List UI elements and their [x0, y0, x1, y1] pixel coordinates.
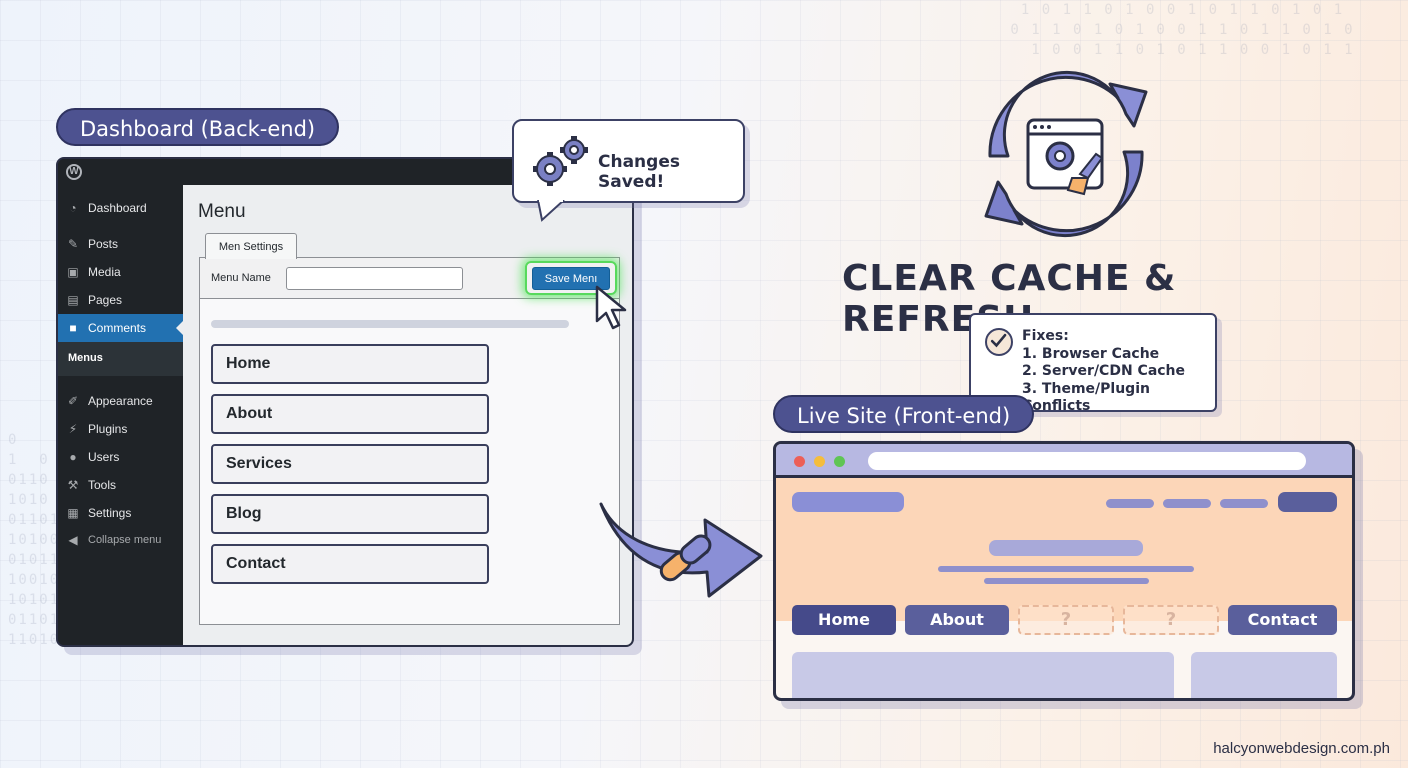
sidebar-item-settings[interactable]: ▦ Settings — [58, 500, 183, 526]
nav-placeholder — [1106, 499, 1154, 508]
sidebar-item-label: Collapse menu — [88, 534, 162, 546]
close-dot-icon[interactable] — [794, 456, 805, 467]
fix-item: 3. Theme/Plugin Conflicts — [1022, 380, 1150, 415]
sidebar-item-label: Users — [88, 450, 120, 464]
site-nav-missing: ? — [1018, 605, 1114, 635]
fixes-list: Fixes: 1. Browser Cache 2. Server/CDN Ca… — [1022, 328, 1215, 416]
dashboard-icon: ◔ — [69, 201, 77, 215]
menu-edit-panel: Menu Name Save Menı Home About Services … — [199, 257, 620, 625]
brush-icon: ✐ — [67, 394, 79, 408]
save-button-highlight — [525, 261, 617, 295]
menu-item-blog[interactable]: Blog — [211, 494, 489, 534]
nav-placeholder — [1163, 499, 1211, 508]
gears-icon — [533, 136, 588, 186]
comment-icon: ■ — [69, 321, 77, 335]
sidebar-submenu: Menus — [58, 342, 183, 376]
menu-structure-bar — [211, 320, 569, 328]
sidebar-item-label: Settings — [88, 506, 132, 520]
site-credit: halcyonwebdesign.com.ph — [1213, 740, 1390, 757]
broken-link-arrow-icon — [599, 502, 763, 598]
cta-placeholder — [1278, 492, 1337, 512]
sidebar-item-comments[interactable]: ■ Comments — [58, 314, 183, 342]
sidebar-item-label: Pages — [88, 293, 123, 307]
binary-pattern-right: 1 0 1 1 0 1 0 0 1 0 1 1 0 1 0 1 0 1 1 0 … — [1010, 2, 1355, 58]
wp-sidebar: ◔ Dashboard ✎ Posts ▣ Media ▤ Pages ■ Co… — [58, 185, 183, 645]
wordpress-logo-icon[interactable]: W — [66, 164, 82, 180]
menu-name-bar: Menu Name Save Menı — [200, 258, 619, 299]
menu-item-contact[interactable]: Contact — [211, 544, 489, 584]
sidebar-item-users[interactable]: ● Users — [58, 444, 183, 470]
content-block — [792, 652, 1174, 698]
fixes-title: Fixes: — [1022, 328, 1069, 344]
frontend-label: Live Site (Front-end) — [773, 395, 1035, 433]
sidebar-item-label: Dashboard — [88, 201, 147, 215]
sidebar-item-label: Appearance — [88, 394, 153, 408]
tab-menu-settings[interactable]: Men Settings — [205, 233, 297, 259]
fix-item: 1. Browser Cache — [1022, 345, 1160, 362]
fix-item: 2. Server/CDN Cache — [1022, 363, 1186, 379]
menu-item-about[interactable]: About — [211, 394, 489, 434]
plug-icon: ⚡ — [68, 422, 78, 436]
site-nav-home[interactable]: Home — [792, 605, 896, 635]
sidebar-item-label: Tools — [88, 478, 117, 492]
refresh-cache-icon — [984, 70, 1148, 238]
browser-toolbar — [776, 444, 1352, 478]
address-bar[interactable] — [868, 452, 1306, 470]
sidebar-item-collapse[interactable]: ◀ Collapse menu — [58, 527, 183, 553]
settings-icon: ▦ — [67, 506, 79, 520]
menu-item-services[interactable]: Services — [211, 444, 489, 484]
changes-saved-bubble: Changes Saved! — [512, 119, 745, 203]
fixes-box: Fixes: 1. Browser Cache 2. Server/CDN Ca… — [969, 313, 1217, 414]
sidebar-item-media[interactable]: ▣ Media — [58, 259, 183, 285]
backend-label: Dashboard (Back-end) — [56, 108, 340, 146]
wp-content-area: Menu Men Settings Menu Name Save Menı Ho… — [183, 185, 632, 645]
hero-title-placeholder — [989, 540, 1143, 556]
sidebar-item-label: Posts — [88, 237, 119, 251]
site-nav-contact[interactable]: Contact — [1228, 605, 1337, 635]
bubble-tail — [537, 200, 565, 222]
save-menu-button[interactable]: Save Menı — [532, 267, 610, 290]
maximize-dot-icon[interactable] — [834, 456, 845, 467]
menu-item-home[interactable]: Home — [211, 344, 489, 384]
site-logo-placeholder — [792, 492, 904, 512]
sidebar-item-appearance[interactable]: ✐ Appearance — [58, 388, 183, 414]
mouse-cursor-icon — [595, 285, 627, 330]
sidebar-item-label: Comments — [88, 321, 147, 335]
sidebar-block — [1191, 652, 1337, 698]
pin-icon: ✎ — [67, 237, 79, 251]
hero-text-placeholder — [984, 578, 1149, 584]
wordpress-dashboard-window: W ◔ Dashboard ✎ Posts ▣ Media ▤ Pages ■ … — [56, 157, 634, 647]
nav-placeholder — [1220, 499, 1268, 508]
sidebar-item-pages[interactable]: ▤ Pages — [58, 287, 183, 313]
user-icon: ● — [69, 450, 77, 464]
submenu-item-menus[interactable]: Menus — [68, 352, 103, 364]
wrench-icon: ⚒ — [67, 478, 79, 492]
site-nav-about[interactable]: About — [905, 605, 1009, 635]
menu-name-label: Menu Name — [211, 272, 271, 284]
live-site-browser: Home About ? ? Contact — [773, 441, 1355, 701]
minimize-dot-icon[interactable] — [814, 456, 825, 467]
media-icon: ▣ — [67, 265, 79, 279]
menu-name-input[interactable] — [286, 267, 463, 290]
page-title: Menu — [198, 201, 246, 222]
changes-saved-text: Changes Saved! — [598, 152, 680, 192]
pages-icon: ▤ — [67, 293, 79, 307]
sidebar-item-label: Media — [88, 265, 121, 279]
sidebar-item-dashboard[interactable]: ◔ Dashboard — [58, 195, 183, 221]
sidebar-item-posts[interactable]: ✎ Posts — [58, 231, 183, 257]
site-nav-missing: ? — [1123, 605, 1219, 635]
collapse-icon: ◀ — [68, 533, 78, 547]
hero-text-placeholder — [938, 566, 1194, 572]
sidebar-item-tools[interactable]: ⚒ Tools — [58, 472, 183, 498]
check-icon — [985, 328, 1013, 356]
sidebar-item-plugins[interactable]: ⚡ Plugins — [58, 416, 183, 442]
sidebar-item-label: Plugins — [88, 422, 128, 436]
